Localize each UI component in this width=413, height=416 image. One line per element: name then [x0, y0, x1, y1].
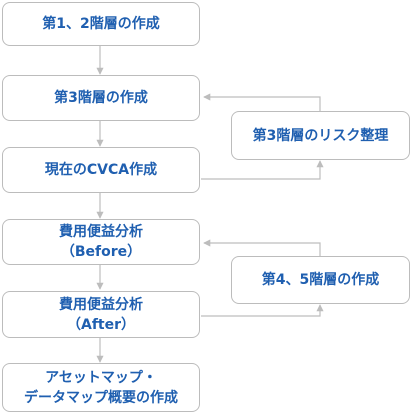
node-cost-after-line1: 費用便益分析	[59, 296, 143, 313]
node-cvca: 現在のCVCA作成	[2, 147, 200, 193]
node-layer12-label: 第1、2階層の作成	[42, 16, 160, 32]
node-assetmap-line2: データマップ概要の作成	[24, 389, 178, 406]
node-layer45-label: 第4、5階層の作成	[261, 272, 380, 288]
arrow-cvca-to-risk3	[201, 160, 324, 180]
arrow-layer45-to-cost-before	[203, 239, 321, 256]
node-assetmap-line1: アセットマップ・	[45, 369, 157, 386]
node-cost-after: 費用便益分析 （After）	[2, 291, 200, 338]
node-cost-before-line2: （Before）	[60, 244, 142, 260]
node-layer3-label: 第3階層の作成	[54, 90, 148, 106]
node-layer45: 第4、5階層の作成	[231, 256, 410, 304]
node-cost-after-line2: （After）	[66, 316, 136, 333]
node-layer3: 第3階層の作成	[2, 75, 200, 121]
node-layer12: 第1、2階層の作成	[2, 2, 200, 46]
arrow-risk3-to-layer3	[203, 93, 321, 111]
node-cost-before: 費用便益分析 （Before）	[2, 219, 200, 265]
node-risk3-label: 第3階層のリスク整理	[252, 127, 389, 144]
node-risk3: 第3階層のリスク整理	[231, 111, 410, 160]
node-assetmap: アセットマップ・ データマップ概要の作成	[2, 363, 200, 412]
node-cvca-label: 現在のCVCA作成	[44, 162, 158, 178]
node-cost-before-line1: 費用便益分析	[59, 224, 143, 240]
arrow-cost-after-to-layer45	[201, 304, 324, 317]
